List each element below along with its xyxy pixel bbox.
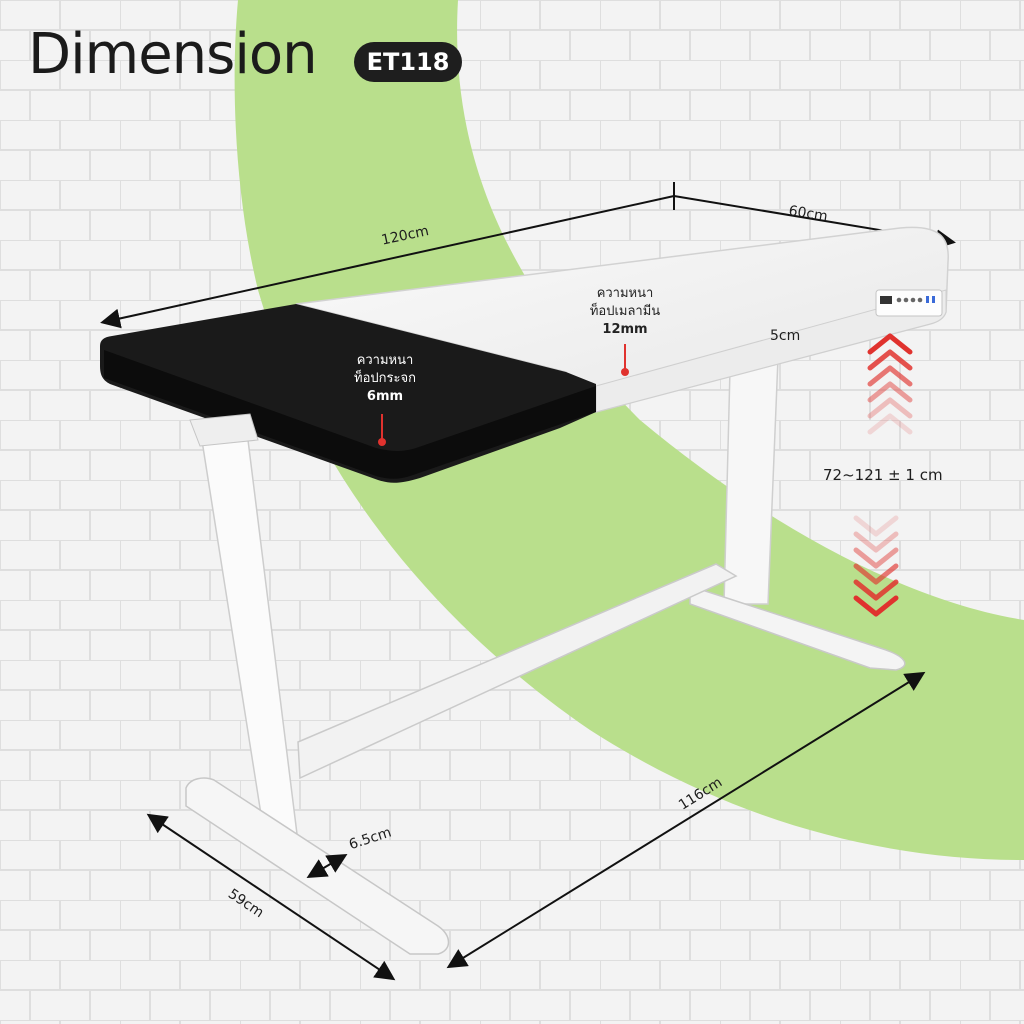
glass-callout-value: 6mm [366, 389, 404, 404]
usb-port [932, 296, 935, 303]
control-display [880, 296, 892, 304]
control-button [910, 297, 916, 303]
control-panel [875, 289, 943, 317]
glass-callout-line1: ความหนา [356, 353, 414, 368]
width-dimension-line [100, 195, 675, 329]
melamine-callout-line1: ความหนา [596, 286, 654, 301]
leg-width-line [306, 853, 348, 879]
height-up-chevrons-icon [867, 333, 913, 435]
melamine-callout-value: 12mm [602, 322, 648, 337]
melamine-callout-dot [621, 368, 629, 376]
melamine-top-edge [595, 289, 947, 413]
page-title: Dimension [28, 22, 318, 87]
rear-leg [723, 357, 779, 605]
height-range-label: 72~121 ± 1 cm [823, 466, 943, 484]
control-button [896, 297, 902, 303]
melamine-callout-line2: ท็อปเมลามีน [589, 304, 661, 319]
usb-port [926, 296, 929, 303]
foot-depth-line [146, 813, 396, 981]
glass-callout-line2: ท็อปกระจก [354, 371, 416, 386]
glass-top-edge [104, 350, 596, 479]
cross-bar [297, 563, 738, 780]
height-down-chevrons-icon [853, 515, 899, 617]
rear-foot [689, 584, 906, 671]
glass-callout-dot [378, 438, 386, 446]
melamine-thickness-callout: ความหนา ท็อปเมลามีน 12mm [570, 285, 680, 339]
glass-thickness-callout: ความหนา ท็อปกระจก 6mm [330, 352, 440, 406]
leg-bracket [189, 413, 259, 447]
frame-length-line [446, 671, 926, 969]
panel-thickness-label: 5cm [770, 328, 801, 344]
control-button [917, 297, 923, 303]
control-button [903, 297, 909, 303]
model-badge: ET118 [354, 42, 462, 82]
